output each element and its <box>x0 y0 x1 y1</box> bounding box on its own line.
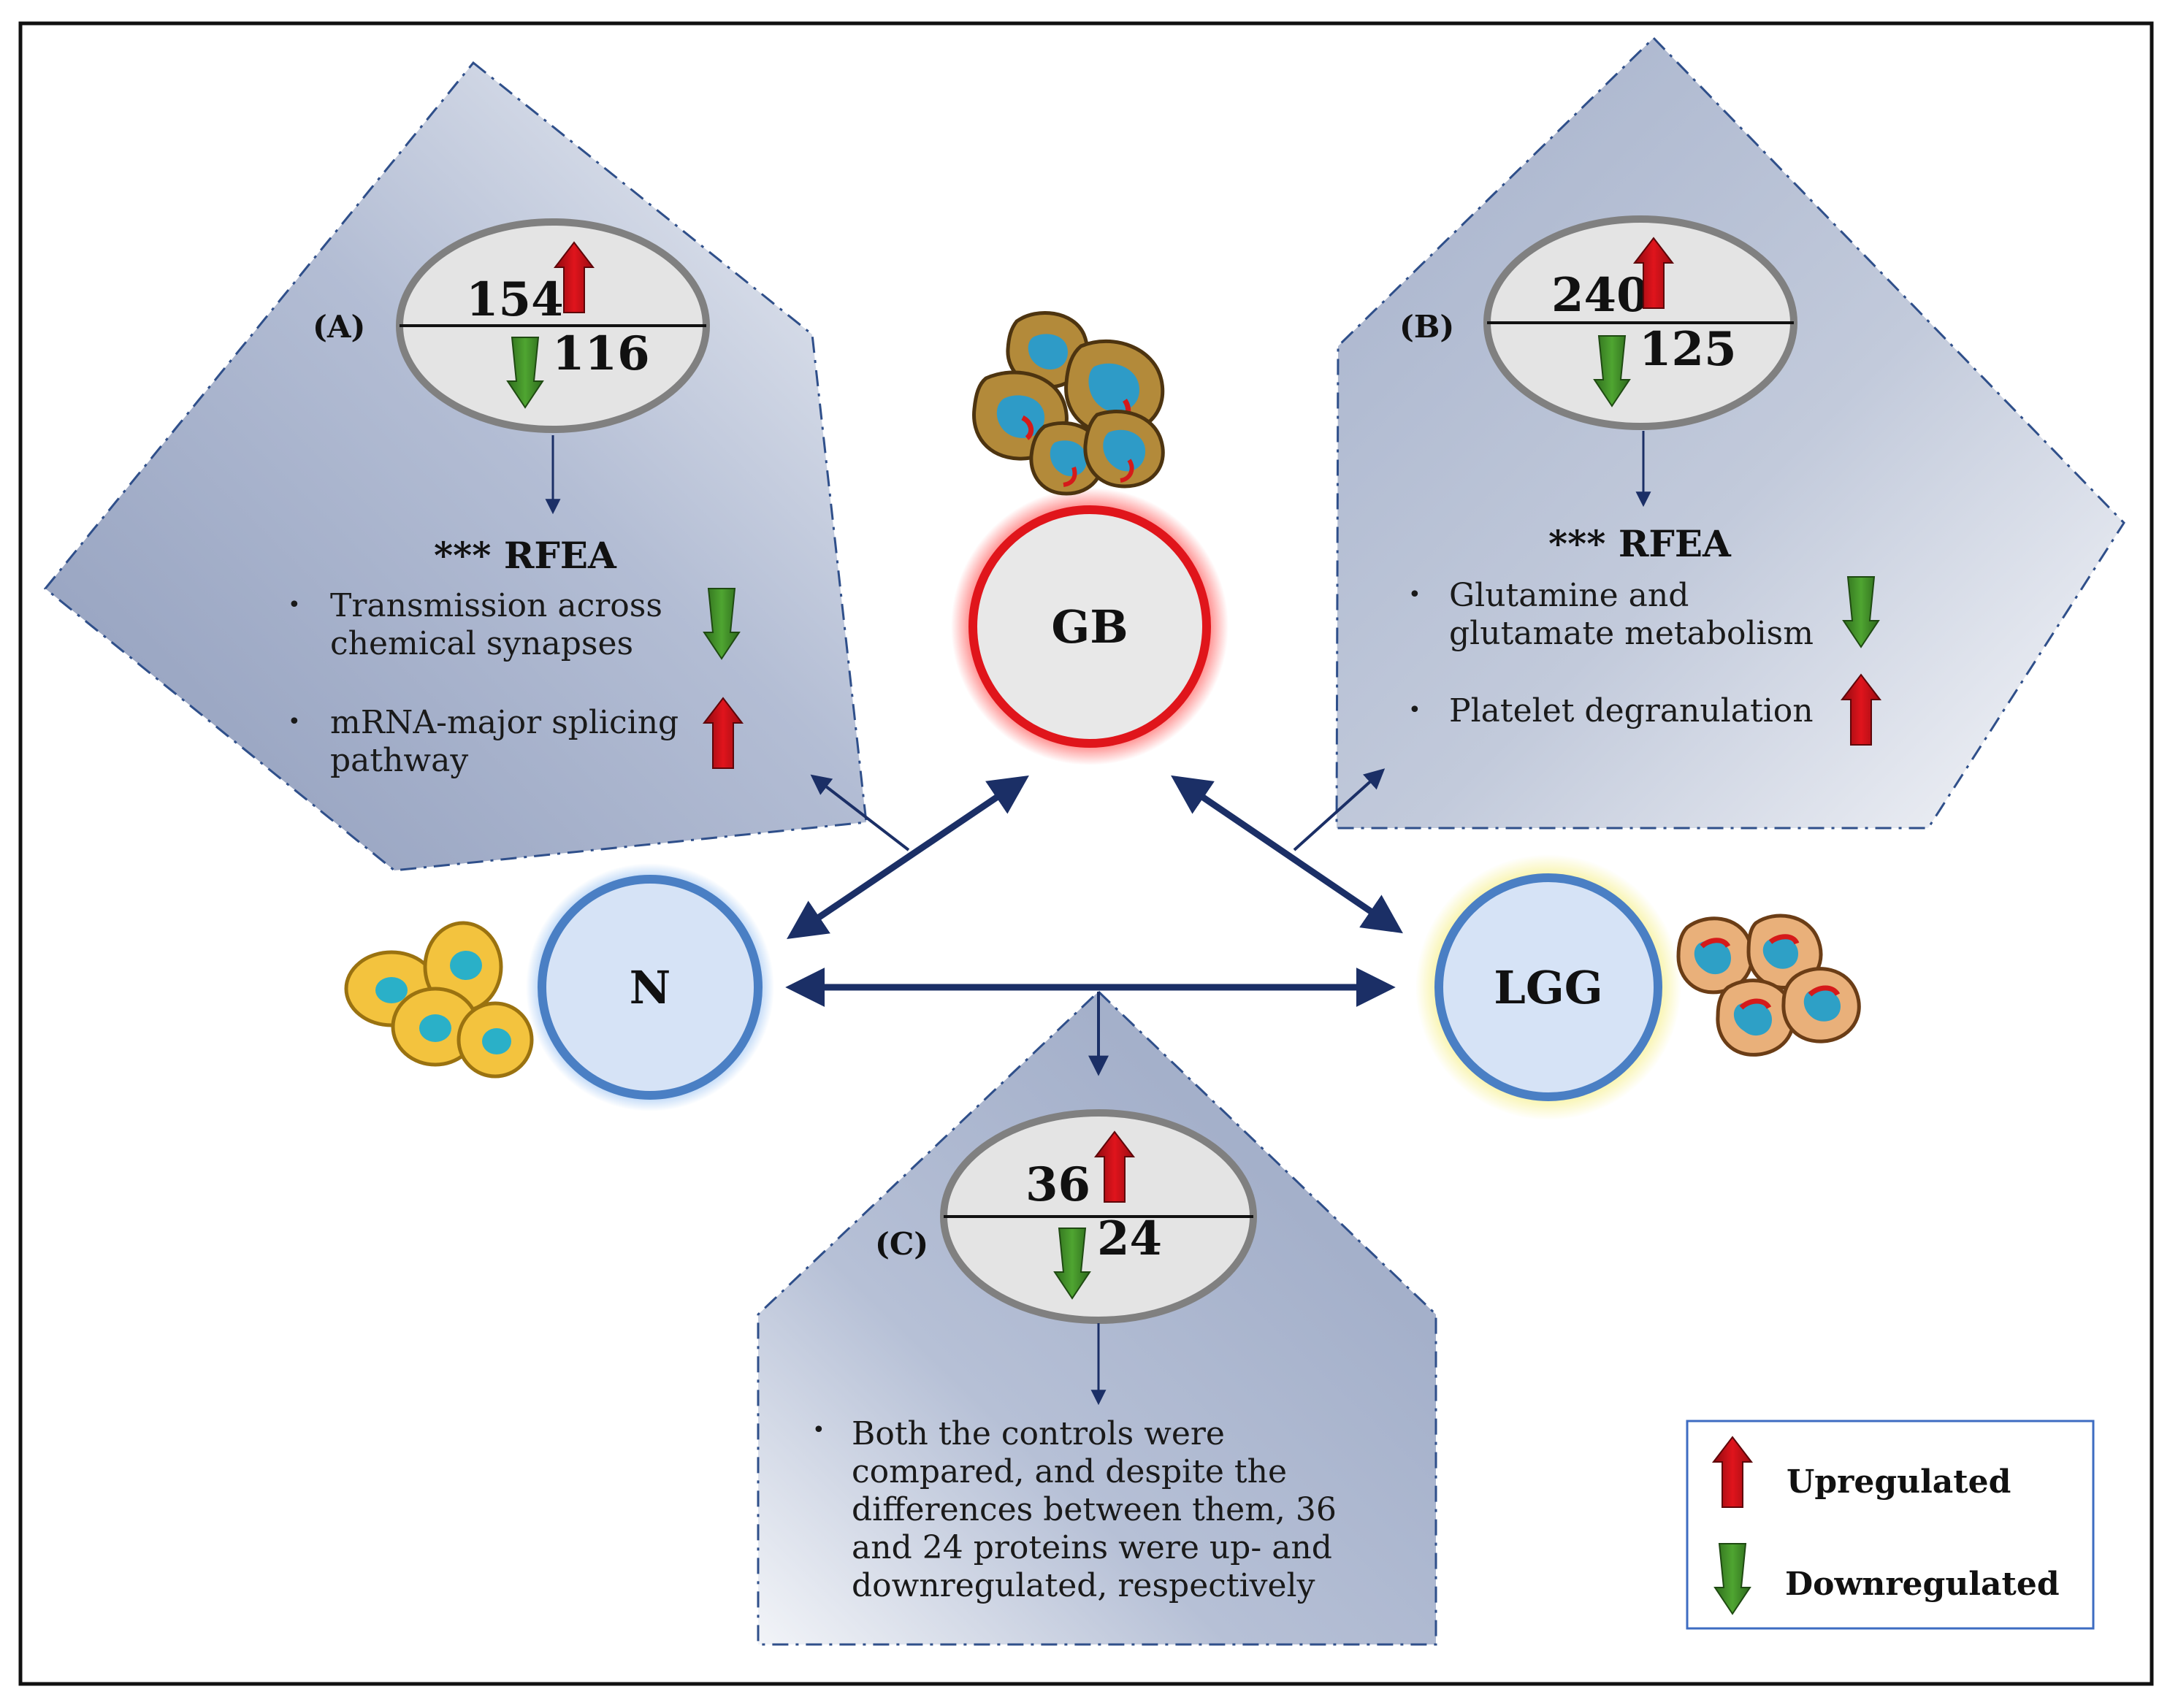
panel-b-item1-line1: Glutamine and <box>1449 577 1689 614</box>
gb-node <box>951 488 1229 765</box>
panel-b-item2-line1: Platelet degranulation <box>1449 692 1814 729</box>
panel-a-pointer-arrow <box>810 774 910 851</box>
panel-a-item1-line2: chemical synapses <box>330 625 633 662</box>
gb-node-label: GB <box>1051 600 1128 654</box>
bullet-icon: • <box>288 592 301 618</box>
panel-a-rfea-heading: *** RFEA <box>434 534 617 577</box>
panel-c-down-count: 24 <box>1097 1211 1162 1266</box>
panel-a-item2-line2: pathway <box>330 742 468 779</box>
bullet-icon: • <box>812 1417 825 1443</box>
panel-b-item1-line2: glutamate metabolism <box>1449 615 1814 652</box>
panel-b-up-count: 240 <box>1551 268 1649 323</box>
lgg-node <box>1415 854 1681 1120</box>
normal-cell-cluster-icon <box>344 921 534 1079</box>
tumor-cell-cluster-icon <box>972 310 1165 496</box>
panel-a-down-count: 116 <box>552 326 650 381</box>
panel-a-count-ellipse <box>396 218 710 433</box>
n-node-label: N <box>630 961 671 1014</box>
lgg-node-label: LGG <box>1494 961 1603 1014</box>
panel-b-pointer-arrow <box>1293 768 1386 851</box>
legend-box <box>1686 1420 2095 1630</box>
panel-c-text-line: and 24 proteins were up- and <box>852 1529 1332 1566</box>
n-gb-double-arrow <box>787 775 1029 940</box>
n-node <box>526 863 774 1111</box>
low-grade-cell-cluster-icon <box>1676 914 1861 1057</box>
panel-b-down-count: 125 <box>1639 322 1737 377</box>
panel-c-text-line: Both the controls were <box>852 1415 1225 1452</box>
panel-b-rfea-heading: *** RFEA <box>1548 522 1732 565</box>
panel-c-count-ellipse <box>940 1109 1257 1324</box>
panel-a-item1-line1: Transmission across <box>330 587 662 624</box>
legend-up-label: Upregulated <box>1787 1463 2011 1501</box>
legend-down-label: Downregulated <box>1785 1566 2060 1603</box>
panel-a-up-count: 154 <box>466 272 564 327</box>
panel-c-up-count: 36 <box>1025 1157 1090 1212</box>
panel-b-background <box>1335 36 2125 830</box>
gb-lgg-double-arrow <box>1171 775 1403 934</box>
panel-a-item2-line1: mRNA-major splicing <box>330 704 679 741</box>
panel-b-count-ellipse <box>1483 215 1797 430</box>
panel-c-text-line: differences between them, 36 <box>852 1491 1337 1528</box>
panel-a-letter: (A) <box>313 309 365 345</box>
panel-b-letter: (B) <box>1399 309 1454 345</box>
panel-c-letter: (C) <box>875 1226 928 1262</box>
bullet-icon: • <box>288 709 301 735</box>
bullet-icon: • <box>1408 697 1421 723</box>
panel-c-text-line: downregulated, respectively <box>852 1567 1315 1604</box>
panel-c-text-line: compared, and despite the <box>852 1453 1287 1490</box>
bullet-icon: • <box>1408 582 1421 608</box>
